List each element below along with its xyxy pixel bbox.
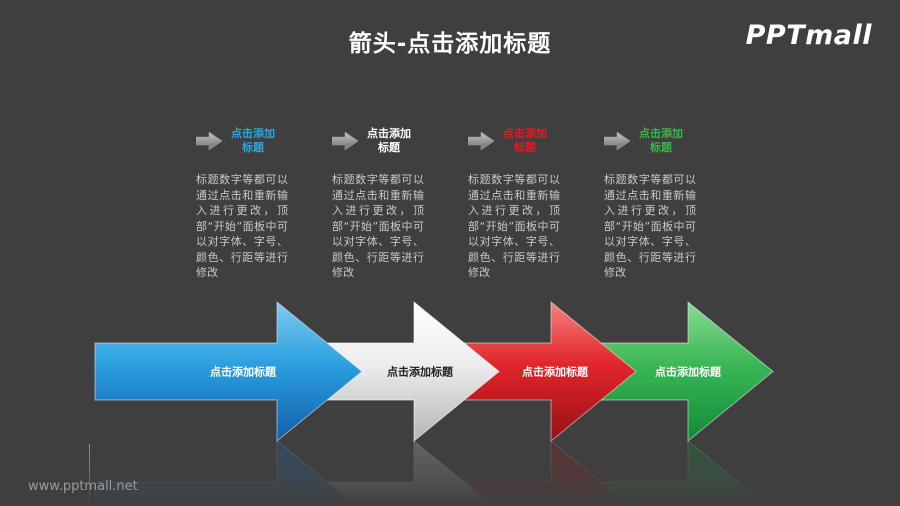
arrow-right-icon (468, 132, 494, 150)
column-heading: 点击添加标题 (367, 127, 411, 154)
column-1-header: 点击添加标题 (196, 124, 288, 158)
arrow-label-blue: 点击添加标题 (210, 365, 277, 379)
page-title: 箭头-点击添加标题 (348, 31, 552, 57)
watermark: www.pptmall.net (28, 479, 138, 494)
column-heading: 点击添加标题 (231, 127, 275, 154)
arrow-label-red: 点击添加标题 (522, 365, 589, 379)
arrow-right-icon (332, 132, 358, 150)
arrow-label-green: 点击添加标题 (655, 365, 722, 379)
column-3: 点击添加标题 标题数字等都可以通过点击和重新输入进行更改，顶部“开始”面板中可以… (468, 124, 560, 281)
pptmall-logo: PPTmall (745, 20, 872, 51)
column-2-header: 点击添加标题 (332, 124, 424, 158)
column-4-header: 点击添加标题 (604, 124, 696, 158)
column-1: 点击添加标题 标题数字等都可以通过点击和重新输入进行更改，顶部“开始”面板中可以… (196, 124, 288, 281)
column-body: 标题数字等都可以通过点击和重新输入进行更改，顶部“开始”面板中可以对字体、字号、… (468, 173, 560, 279)
arrow-shape-blue (94, 300, 363, 443)
column-4: 点击添加标题 标题数字等都可以通过点击和重新输入进行更改，顶部“开始”面板中可以… (604, 124, 696, 281)
arrow-reflection (94, 440, 774, 506)
columns-row: 点击添加标题 标题数字等都可以通过点击和重新输入进行更改，顶部“开始”面板中可以… (196, 124, 696, 281)
column-heading: 点击添加标题 (639, 127, 683, 154)
divider-line (89, 444, 90, 506)
column-body: 标题数字等都可以通过点击和重新输入进行更改，顶部“开始”面板中可以对字体、字号、… (196, 173, 288, 279)
column-2: 点击添加标题 标题数字等都可以通过点击和重新输入进行更改，顶部“开始”面板中可以… (332, 124, 424, 281)
arrow-process-diagram: 点击添加标题 点击添加标题 点击添加标题 点击添加标题 (94, 300, 774, 506)
arrow-right-icon (196, 132, 222, 150)
column-heading: 点击添加标题 (503, 127, 547, 154)
arrow-label-white: 点击添加标题 (387, 365, 454, 379)
column-body: 标题数字等都可以通过点击和重新输入进行更改，顶部“开始”面板中可以对字体、字号、… (604, 173, 696, 279)
column-3-header: 点击添加标题 (468, 124, 560, 158)
column-body: 标题数字等都可以通过点击和重新输入进行更改，顶部“开始”面板中可以对字体、字号、… (332, 173, 424, 279)
arrow-right-icon (604, 132, 630, 150)
